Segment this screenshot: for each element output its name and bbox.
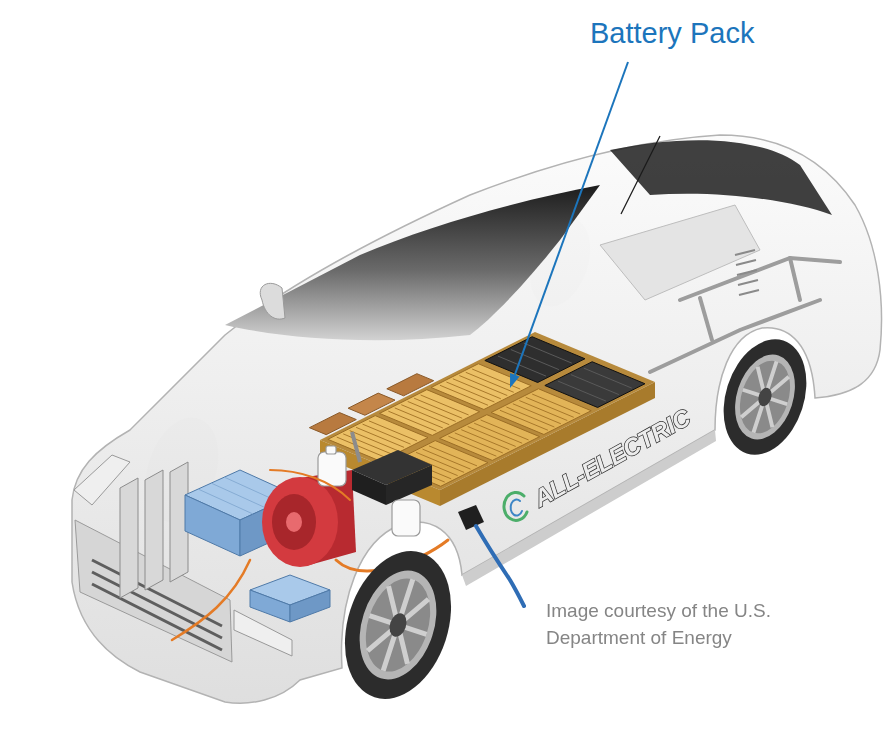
suspension-strut — [352, 432, 360, 462]
rear-spring — [735, 250, 759, 295]
front-wheel — [355, 570, 442, 680]
rear-wheel — [731, 354, 799, 440]
electronics-box — [250, 590, 290, 622]
charging-plug — [476, 526, 524, 606]
car-body — [72, 135, 882, 703]
callout-arrow — [510, 373, 520, 388]
rear-spring — [735, 250, 759, 295]
fluid-reservoir — [326, 446, 336, 454]
brand-logo — [504, 492, 527, 520]
rear-chassis — [650, 258, 840, 372]
front-wheel — [327, 537, 469, 712]
rear-wheel — [725, 347, 805, 447]
front-wheel — [346, 561, 449, 690]
power-controller — [386, 465, 432, 505]
windshield — [225, 185, 600, 340]
electric-motor — [286, 512, 302, 532]
front-wheel — [327, 537, 469, 712]
leader-line — [621, 136, 660, 214]
windshield — [600, 205, 760, 300]
side-mirror — [260, 283, 285, 319]
windshield — [225, 140, 832, 340]
radiator — [120, 462, 188, 598]
callout-arrow — [510, 62, 628, 388]
electronics-box — [290, 590, 330, 622]
rear-chassis — [790, 258, 800, 300]
power-controller — [352, 450, 432, 505]
callout-arrow — [515, 62, 628, 375]
power-controller — [352, 470, 386, 505]
fluid-reservoir — [392, 500, 420, 536]
callout-label: Battery Pack — [590, 16, 754, 51]
car-body — [72, 135, 882, 703]
rear-wheel — [756, 386, 774, 408]
charging-plug — [458, 505, 484, 530]
rear-chassis — [680, 258, 840, 300]
power-cable — [172, 560, 250, 640]
image-credit: Image courtesy of the U.S. Department of… — [546, 598, 782, 652]
electric-motor — [262, 477, 338, 567]
rear-chassis — [700, 298, 712, 340]
radiator — [120, 478, 138, 598]
electric-motor — [272, 494, 316, 550]
front-wheel — [355, 570, 442, 680]
front-wheel — [387, 611, 410, 639]
brand-logo — [511, 500, 522, 516]
rear-wheel — [710, 329, 821, 466]
windshield — [610, 140, 832, 215]
radiator — [145, 470, 163, 590]
rear-wheel — [731, 354, 799, 440]
battery-pack — [498, 343, 632, 401]
fluid-reservoir — [318, 446, 420, 536]
power-cable — [270, 470, 350, 500]
rear-wheel — [710, 329, 821, 466]
brand-logo — [504, 492, 527, 520]
